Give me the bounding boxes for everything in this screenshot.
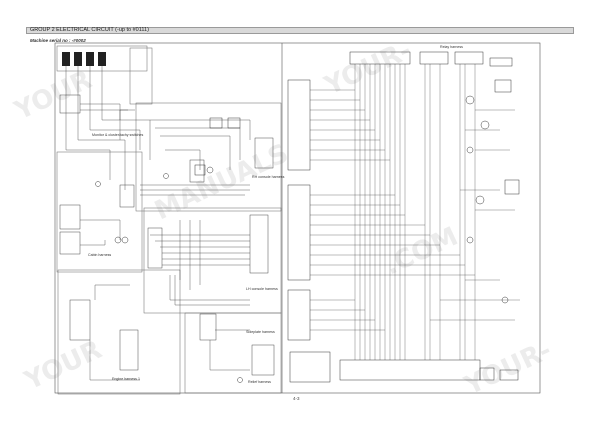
watermark: YOUR YOUR- MANUALS .COM YOUR YOUR- (9, 35, 556, 401)
svg-text:YOUR: YOUR (19, 335, 106, 397)
section-label-monitor: Monitor & cluster/tachy switches (92, 133, 144, 137)
svg-text:YOUR: YOUR (9, 65, 96, 127)
section-label-rh-console: RH console harness (252, 175, 285, 179)
svg-text:MANUALS: MANUALS (150, 139, 293, 227)
diagram-frame (54, 42, 541, 394)
section-label-relay: Relay harness (440, 45, 463, 49)
machine-serial-label: Machine serial no : -#0002 (30, 38, 86, 43)
svg-text:YOUR-: YOUR- (319, 35, 416, 101)
main-harness-connectors (287, 51, 513, 383)
right-components (465, 79, 520, 381)
section-label-side: Sideplate harness (246, 330, 275, 334)
section-label-engine: Engine harness 1 (112, 377, 140, 381)
document-title: GROUP 2 ELECTRICAL CIRCUIT (-up to #0111… (30, 27, 149, 33)
svg-text:YOUR-: YOUR- (459, 335, 556, 401)
section-label-lh-console: LH console harness (246, 287, 278, 291)
connector-blocks (59, 52, 275, 376)
relay-symbols (95, 117, 243, 383)
wiring-left (65, 66, 251, 381)
page-number: 4-3 (293, 396, 300, 401)
wiring-right (310, 64, 520, 360)
svg-text:.COM: .COM (380, 222, 462, 282)
section-label-cabin: Cabin harness (88, 253, 111, 257)
section-label-relief: Relief harness (248, 380, 271, 384)
header-bar: GROUP 2 ELECTRICAL CIRCUIT (-up to #0111… (26, 27, 574, 34)
